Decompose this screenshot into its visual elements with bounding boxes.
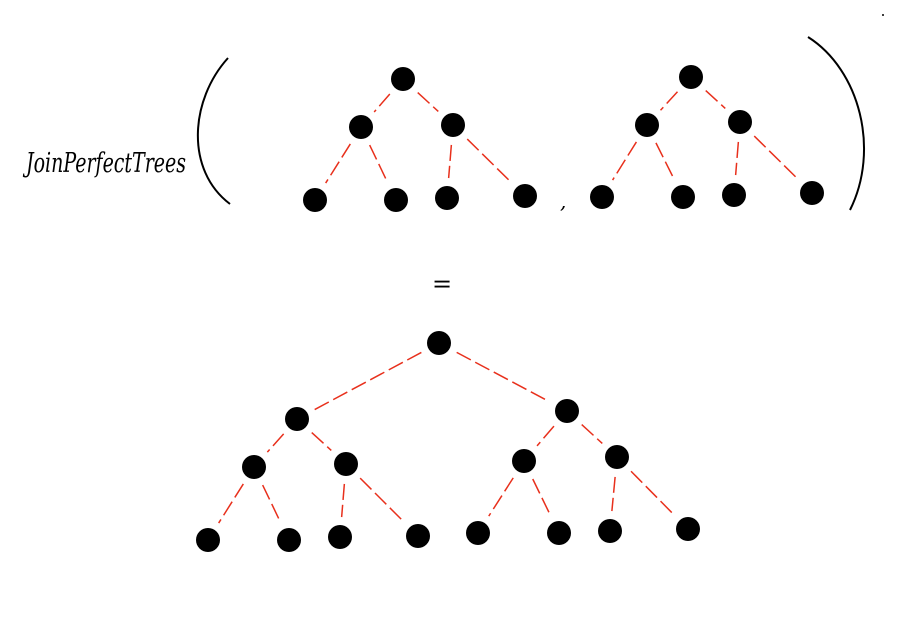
right-input-tree-node: [800, 181, 824, 205]
left-paren: [196, 57, 231, 205]
right-input-tree-edge: [734, 141, 740, 176]
joined-tree-node: [547, 521, 571, 545]
joined-tree-node: [242, 455, 266, 479]
joined-tree-edge: [266, 433, 285, 453]
left-input-tree-node: [435, 186, 459, 210]
function-label: JoinPerfectTrees: [22, 148, 186, 179]
joined-tree-node: [406, 524, 430, 548]
joined-tree-edge: [532, 478, 551, 516]
right-input-tree-edge: [659, 91, 679, 111]
joined-tree-edge: [581, 423, 603, 445]
left-input-tree-edge: [325, 143, 351, 184]
joined-tree-edge: [340, 483, 346, 518]
joined-tree-edge: [611, 476, 616, 512]
joined-tree-edge: [536, 425, 555, 447]
comma-separator: ,: [560, 189, 566, 213]
joined-tree-edge: [218, 483, 244, 524]
joined-tree-node: [512, 449, 536, 473]
left-input-tree-node: [513, 184, 537, 208]
left-input-tree-edge: [417, 91, 439, 113]
stray-dot: [882, 14, 884, 16]
nodes: [196, 65, 824, 552]
joined-tree-edge: [311, 431, 332, 452]
joined-tree-edge: [314, 351, 422, 411]
joined-tree-node: [605, 445, 629, 469]
joined-tree-node: [285, 407, 309, 431]
left-input-tree-node: [391, 67, 415, 91]
joined-tree-node: [328, 525, 352, 549]
joined-tree-node: [196, 528, 220, 552]
right-paren: [807, 36, 865, 211]
left-input-tree-edge: [373, 93, 391, 113]
joined-tree-edge: [630, 470, 675, 516]
right-input-tree-edge: [753, 135, 799, 180]
right-input-tree-edge: [611, 141, 638, 181]
joined-tree-edge: [456, 351, 550, 403]
left-input-tree-edge: [368, 144, 389, 183]
joined-tree-edge: [359, 477, 405, 523]
right-input-tree-node: [679, 65, 703, 89]
left-input-tree-node: [303, 188, 327, 212]
right-input-tree-node: [722, 183, 746, 207]
right-input-tree-node: [728, 110, 752, 134]
edges: [218, 89, 799, 524]
joined-tree-edge: [488, 477, 514, 517]
joined-tree-edge: [261, 484, 282, 523]
joined-tree-node: [555, 399, 579, 423]
left-input-tree-node: [349, 115, 373, 139]
joined-tree-node: [277, 528, 301, 552]
right-input-tree-node: [635, 113, 659, 137]
joined-tree-node: [676, 517, 700, 541]
joined-tree-node: [598, 519, 622, 543]
right-input-tree-edge: [655, 142, 675, 180]
joined-tree-node: [427, 331, 451, 355]
left-input-tree-node: [441, 113, 465, 137]
joined-tree-node: [466, 521, 490, 545]
left-input-tree-node: [384, 188, 408, 212]
joined-tree-node: [334, 452, 358, 476]
right-input-tree-node: [671, 185, 695, 209]
right-input-tree-edge: [705, 89, 726, 110]
left-input-tree-edge: [466, 138, 512, 183]
equals-sign: =: [432, 270, 452, 298]
left-input-tree-edge: [447, 144, 453, 179]
right-input-tree-node: [590, 185, 614, 209]
